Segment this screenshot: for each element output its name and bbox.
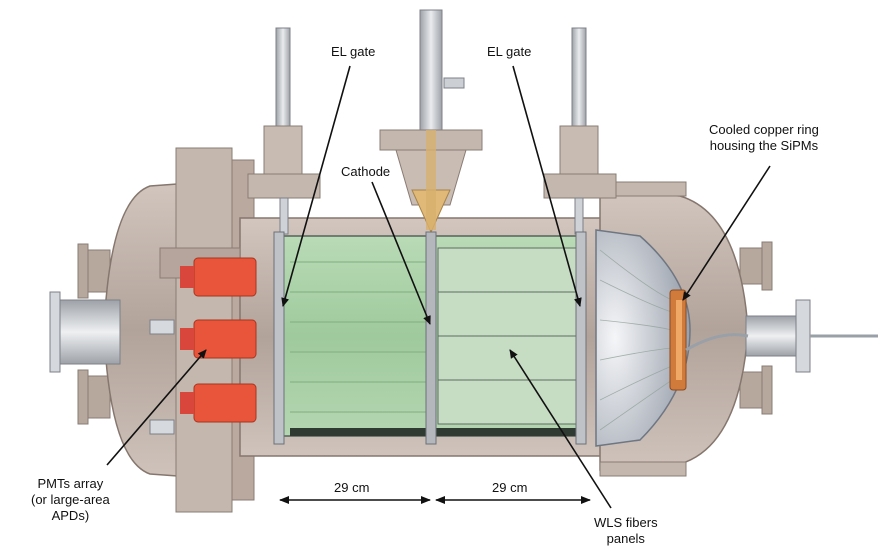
label-cathode: Cathode bbox=[341, 164, 391, 179]
arrow-el-gate-right bbox=[512, 65, 582, 307]
left-pipe bbox=[49, 299, 121, 365]
arrow-wls bbox=[509, 349, 612, 509]
label-wls-line1: WLS fibers bbox=[594, 515, 658, 530]
left-port-flanges bbox=[77, 243, 111, 425]
label-el-gate-left: EL gate bbox=[331, 44, 376, 59]
wls-fiber-stripes bbox=[290, 261, 426, 413]
label-copper-ring: Cooled copper ring housing the SiPMs bbox=[709, 122, 819, 154]
top-feedthrough bbox=[379, 9, 483, 234]
label-pmts-line3: APDs) bbox=[51, 508, 90, 523]
sipm-dome bbox=[595, 229, 691, 447]
arrow-cathode bbox=[371, 181, 431, 325]
arrow-pmts bbox=[106, 349, 207, 466]
label-pmts: PMTs array (or large-area APDs) bbox=[31, 476, 110, 524]
el-gate-left-plate bbox=[273, 231, 285, 445]
label-pmts-line2: (or large-area bbox=[31, 492, 110, 507]
label-el-gate-right: EL gate bbox=[487, 44, 532, 59]
left-top-port bbox=[247, 27, 321, 235]
label-wls: WLS fibers panels bbox=[594, 515, 658, 547]
label-pmts-line1: PMTs array bbox=[37, 476, 104, 491]
label-wls-line2: panels bbox=[606, 531, 645, 546]
dim-label-right: 29 cm bbox=[490, 480, 530, 495]
label-copper-ring-line2: housing the SiPMs bbox=[709, 138, 819, 153]
pmt-array bbox=[149, 247, 257, 435]
arrow-copper-ring bbox=[682, 165, 771, 301]
wls-panels bbox=[437, 247, 577, 425]
dim-label-left: 29 cm bbox=[332, 480, 372, 495]
right-port-flanges bbox=[739, 241, 773, 415]
arrow-el-gate-left bbox=[281, 65, 351, 307]
label-copper-ring-line1: Cooled copper ring bbox=[709, 122, 819, 137]
cathode-plate bbox=[425, 231, 437, 445]
right-pipe bbox=[745, 315, 803, 357]
el-gate-right-plate bbox=[575, 231, 587, 445]
annotation-arrows bbox=[106, 65, 771, 509]
